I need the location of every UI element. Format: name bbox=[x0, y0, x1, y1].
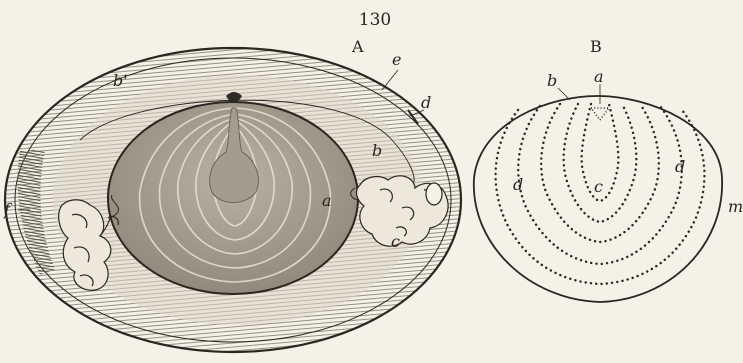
label-b-d-left: d bbox=[513, 175, 523, 194]
figure-a: A a b b' c d e f bbox=[3, 37, 461, 352]
label-b-prime: b' bbox=[113, 71, 128, 90]
label-b-a: a bbox=[594, 67, 604, 86]
label-b-b: b bbox=[547, 71, 557, 90]
page-number: 130 bbox=[359, 10, 391, 30]
pointer-e bbox=[382, 70, 398, 90]
label-e: e bbox=[392, 50, 401, 69]
label-c: c bbox=[391, 232, 400, 251]
label-b: b bbox=[372, 141, 382, 160]
label-d: d bbox=[421, 93, 431, 112]
figure-b: B a b c d d m bbox=[474, 37, 743, 302]
label-a: a bbox=[322, 191, 332, 210]
label-b-m: m bbox=[728, 197, 743, 216]
yolk-section-outline bbox=[474, 96, 722, 302]
pointer-b bbox=[558, 88, 570, 100]
figure-a-caption: A bbox=[351, 37, 364, 56]
figure-b-caption: B bbox=[590, 37, 602, 56]
label-b-d-right: d bbox=[675, 157, 685, 176]
label-b-c: c bbox=[594, 177, 603, 196]
